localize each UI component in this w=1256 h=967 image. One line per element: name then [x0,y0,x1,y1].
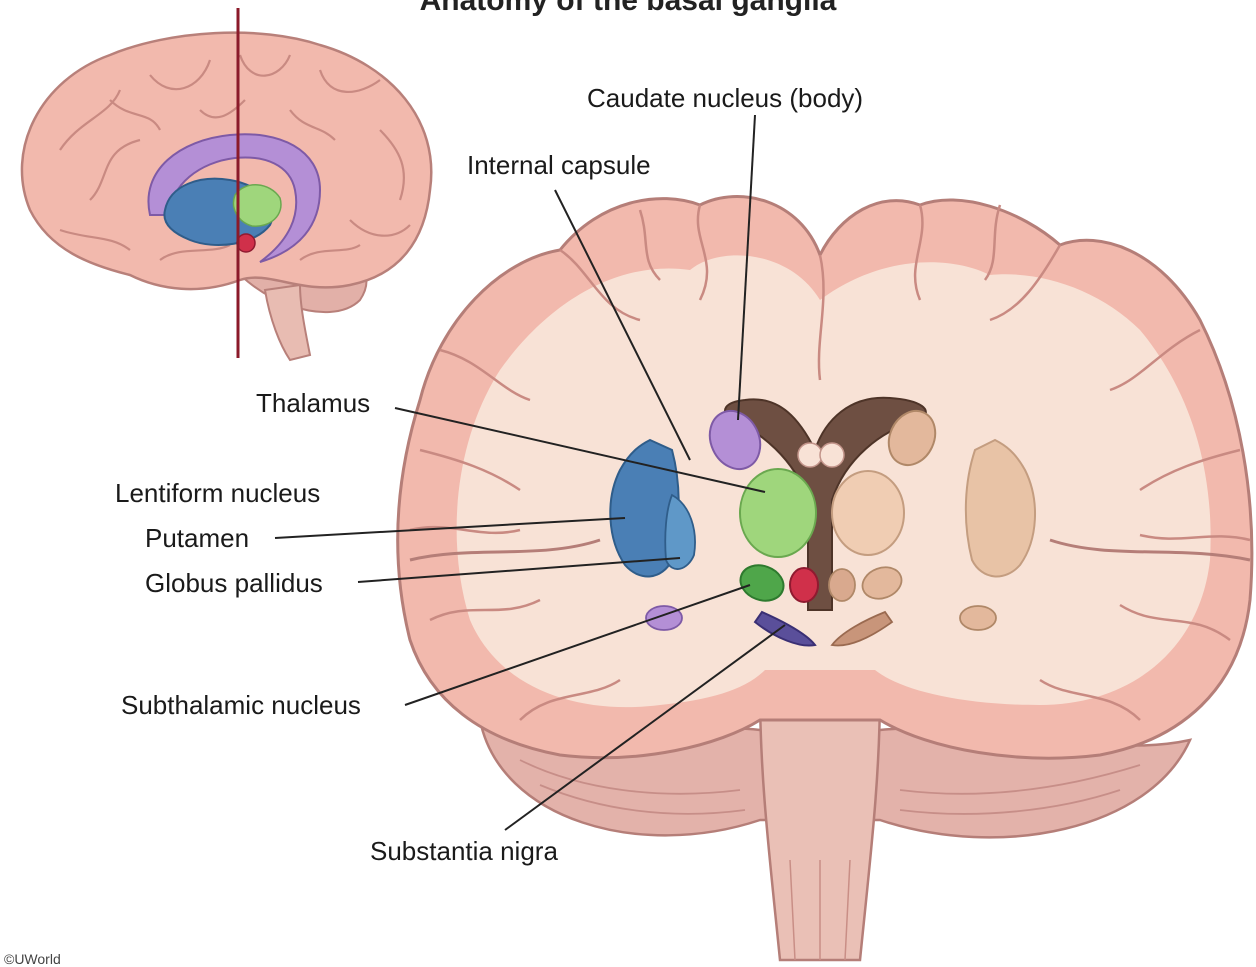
label-putamen: Putamen [145,525,249,551]
lateral-brain-inset [22,8,431,360]
lateral-red-nucleus [237,234,255,252]
diagram-title: Anatomy of the basal ganglia [0,0,1256,18]
copyright-credit: ©UWorld [4,951,61,967]
label-substantia-nigra: Substantia nigra [370,838,558,864]
hippocampus-right [960,606,996,630]
right-red-nucleus [829,569,855,601]
label-internal-capsule: Internal capsule [467,152,651,178]
thalamus [740,469,816,557]
coronal-section [275,115,1252,960]
lateral-cerebrum [22,33,431,289]
label-lentiform-nucleus: Lentiform nucleus [115,480,320,506]
label-subthalamic-nucleus: Subthalamic nucleus [121,692,361,718]
right-thalamus [832,471,904,555]
red-nucleus [790,568,818,602]
label-globus-pallidus: Globus pallidus [145,570,323,596]
label-caudate-nucleus: Caudate nucleus (body) [587,85,863,111]
label-thalamus: Thalamus [256,390,370,416]
lateral-thalamus [234,185,281,226]
